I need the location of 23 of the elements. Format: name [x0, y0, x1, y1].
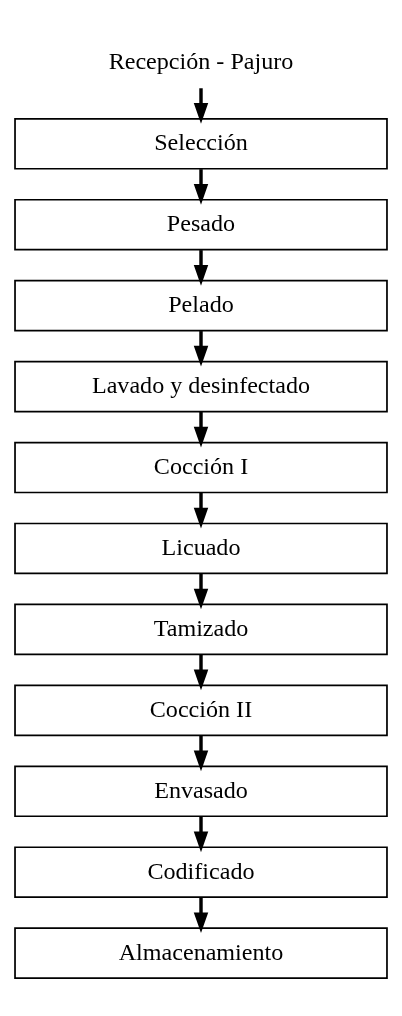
arrow: [193, 492, 209, 529]
node-box: Codificado: [14, 846, 388, 899]
arrow: [193, 88, 209, 124]
arrow: [193, 412, 209, 448]
node-box: Tamizado: [14, 603, 388, 656]
arrow: [193, 573, 209, 610]
arrow: [193, 250, 209, 286]
arrow: [193, 331, 209, 367]
arrow: [193, 897, 209, 934]
node-box: Cocción I: [14, 441, 388, 494]
node-box: Pesado: [14, 198, 388, 251]
arrow: [193, 654, 209, 691]
node-box: Envasado: [14, 765, 388, 818]
node-box: Almacenamiento: [14, 927, 388, 979]
node-text: Recepción - Pajuro: [108, 48, 294, 75]
node-box: Cocción II: [14, 684, 388, 737]
node-box: Licuado: [14, 522, 388, 575]
arrow: [193, 816, 209, 853]
node-box: Selección: [14, 117, 388, 170]
arrow: [193, 169, 209, 205]
node-box: Pelado: [14, 279, 388, 332]
arrow: [193, 735, 209, 772]
node-box: Lavado y desinfectado: [14, 360, 388, 413]
